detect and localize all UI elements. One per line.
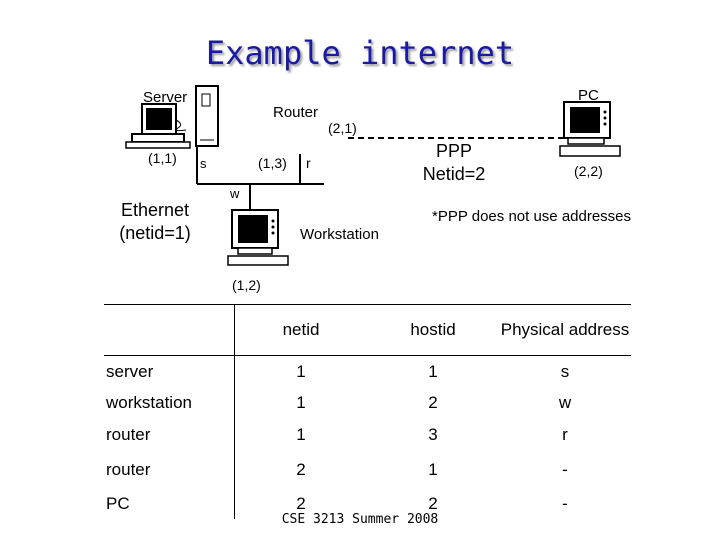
footer-text: CSE 3213 Summer 2008 [281, 512, 439, 527]
address-table: netid hostid Physical address server 1 1… [104, 304, 631, 519]
router-label: Router [273, 104, 319, 121]
table-cell-physical: - [562, 493, 568, 513]
table-cell-name: PC [106, 493, 130, 513]
workstation-computer-icon [227, 209, 289, 266]
server-computer-icon [125, 103, 191, 149]
table-row: PC 2 2 - [104, 488, 631, 519]
table-header-empty [104, 304, 235, 356]
ppp-label: PPP Netid=2 [414, 140, 494, 186]
table-row: router 1 3 r [104, 418, 631, 452]
table-header-physical-address: Physical address [499, 304, 631, 356]
server-address: (1,1) [148, 150, 177, 166]
router-physical-address: r [306, 155, 311, 171]
ppp-label-line1: PPP [435, 141, 473, 161]
workstation-address: (1,2) [232, 277, 261, 293]
table-cell-hostid: 2 [428, 392, 438, 412]
ethernet-label-line1: Ethernet [120, 200, 190, 220]
table-header-netid: netid [234, 304, 367, 356]
table-cell-netid: 1 [234, 387, 367, 418]
table-header-row: netid hostid Physical address [104, 304, 631, 356]
table-cell-physical: w [558, 392, 572, 412]
table-cell-name: router [106, 460, 151, 479]
server-tower-icon [195, 85, 219, 147]
table-cell-hostid: 1 [367, 355, 499, 387]
pc-address: (2,2) [574, 163, 603, 179]
table-cell-hostid: 3 [428, 425, 438, 444]
table-cell-physical: s [499, 355, 631, 387]
ppp-label-line2: Netid=2 [422, 164, 486, 184]
table-row: workstation 1 2 w [104, 387, 631, 418]
table-cell-netid: 1 [234, 418, 367, 452]
table-cell-name: workstation [106, 392, 192, 412]
server-label: Server [143, 89, 188, 106]
table-row: server 1 1 s [104, 355, 631, 387]
table-cell-physical: r [562, 425, 568, 444]
table-row: router 2 1 - [104, 452, 631, 488]
table-cell-name: server [104, 355, 235, 387]
table-header-hostid: hostid [367, 304, 499, 356]
ethernet-label: Ethernet (netid=1) [112, 199, 198, 245]
table-cell-hostid: 2 [428, 493, 438, 513]
router-net1-address: (1,3) [258, 155, 287, 171]
ethernet-label-line2: (netid=1) [119, 223, 191, 243]
table-cell-netid: 2 [234, 488, 367, 519]
server-physical-address: s [200, 156, 207, 171]
table-cell-name: router [106, 425, 151, 444]
pc-computer-icon [559, 101, 621, 157]
workstation-physical-address: w [230, 186, 240, 201]
pc-label: PC [578, 87, 599, 104]
page-title: Example internet [205, 34, 515, 72]
table-cell-netid: 1 [234, 355, 367, 387]
workstation-label: Workstation [300, 226, 379, 243]
table-cell-netid: 2 [234, 452, 367, 488]
router-net2-address: (2,1) [328, 120, 357, 136]
table-cell-hostid: 1 [428, 460, 438, 479]
table-cell-physical: - [562, 460, 568, 479]
network-diagram [125, 85, 621, 266]
ppp-note: *PPP does not use addresses [432, 208, 632, 225]
